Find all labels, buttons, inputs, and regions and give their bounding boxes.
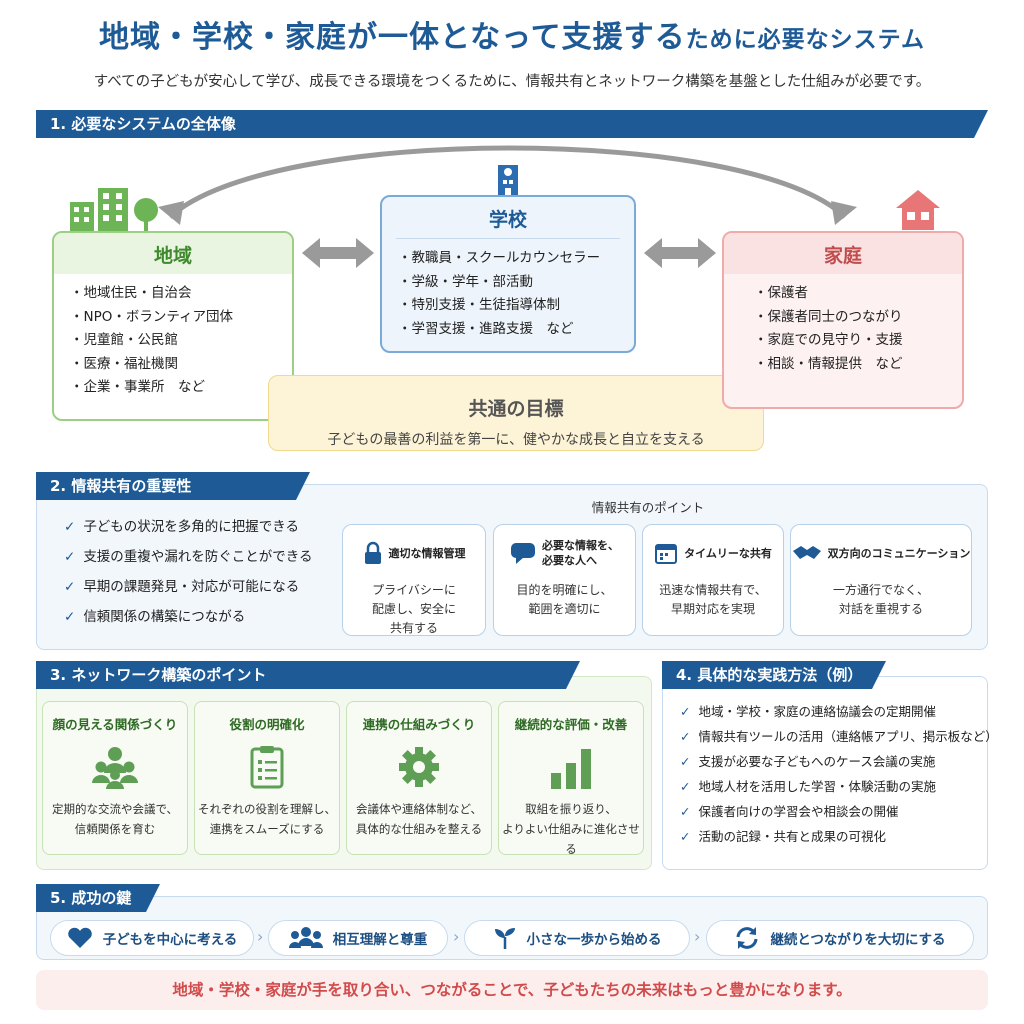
network-card: 継続的な評価・改善 取組を振り返り、 よりよい仕組みに進化させる <box>498 701 644 856</box>
section-4-panel <box>662 676 988 870</box>
school-item: ・学級・学年・部活動 <box>398 273 533 290</box>
community-item: ・NPO・ボランティア団体 <box>70 308 234 325</box>
curved-arrow-icon <box>158 145 857 225</box>
buildings-icon <box>70 188 158 232</box>
check-icon: ✓ <box>64 519 76 535</box>
people-icon <box>288 927 323 948</box>
key-pill: 小さな一歩から始める <box>464 920 690 956</box>
community-item: ・地域住民・自治会 <box>70 285 192 301</box>
network-card: 顔の見える関係づくり 定期的な交流や会議で、 信頼関係を育む <box>42 701 188 855</box>
check-icon: ✓ <box>680 829 691 844</box>
points-title: 情報共有のポイント <box>591 500 705 515</box>
home-item: ・家庭での見守り・支援 <box>754 332 903 348</box>
school-item: ・学習支援・進路支援 など <box>398 320 574 337</box>
check-icon: ✓ <box>64 579 76 595</box>
school-item: ・教職員・スクールカウンセラー <box>398 250 601 266</box>
network-card: 連携の仕組みづくり 会議体や連絡体制など、 具体的な仕組みを整える <box>346 701 492 855</box>
community-item: ・医療・福祉機関 <box>70 355 178 372</box>
school-icon <box>498 165 518 195</box>
chevron-right-icon: › <box>257 927 264 946</box>
goal-title: 共通の目標 <box>468 398 564 420</box>
check-item: ✓地域・学校・家庭の連絡協議会の定期開催 <box>680 704 936 719</box>
clipboard-icon <box>250 746 284 789</box>
heart-icon <box>67 927 92 948</box>
section-1-heading: 1. 必要なシステムの全体像 <box>36 110 988 138</box>
info-card: 双方向のコミュニケーション 一方通行でなく、 対話を重視する <box>790 524 972 636</box>
common-goal-box: 共通の目標 子どもの最善の利益を第一に、健やかな成長と自立を支える <box>268 375 764 451</box>
chevron-right-icon: › <box>453 927 460 946</box>
check-icon: ✓ <box>64 609 76 625</box>
section-3-heading: 3. ネットワーク構築のポイント <box>36 661 580 689</box>
check-item: ✓保護者向けの学習会や相談会の開催 <box>680 804 899 819</box>
gear-icon <box>399 747 439 787</box>
school-title: 学校 <box>396 197 620 239</box>
check-item: ✓情報共有ツールの活用（連絡帳アプリ、掲示板など） <box>680 729 998 744</box>
lock-icon <box>364 541 381 564</box>
footer-message: 地域・学校・家庭が手を取り合い、つながることで、子どもたちの未来はもっと豊かにな… <box>36 970 988 1010</box>
check-icon: ✓ <box>680 754 691 769</box>
page-title: 地域・学校・家庭が一体となって支援するために必要なシステム <box>0 12 1024 56</box>
check-item: ✓子どもの状況を多角的に把握できる <box>64 519 300 535</box>
home-item: ・保護者同士のつながり <box>754 308 903 325</box>
cycle-icon <box>736 927 758 949</box>
section-5-heading: 5. 成功の鍵 <box>36 884 160 912</box>
double-arrow-icon <box>644 238 716 268</box>
sprout-icon <box>494 928 515 949</box>
chat-icon <box>511 543 535 564</box>
goal-text: 子どもの最善の利益を第一に、健やかな成長と自立を支える <box>327 432 705 448</box>
info-card: 必要な情報を、必要な人へ 目的を明確にし、 範囲を適切に <box>493 524 636 636</box>
school-box: 学校 ・教職員・スクールカウンセラー ・学級・学年・部活動 ・特別支援・生徒指導… <box>380 195 636 353</box>
school-item: ・特別支援・生徒指導体制 <box>398 297 560 313</box>
check-item: ✓支援の重複や漏れを防ぐことができる <box>64 549 313 565</box>
section-4-heading: 4. 具体的な実践方法（例） <box>662 661 886 689</box>
title-main: 地域・学校・家庭が一体となって支援する <box>99 20 686 55</box>
check-icon: ✓ <box>680 704 691 719</box>
check-item: ✓地域人材を活用した学習・体験活動の実施 <box>680 779 936 794</box>
bar-chart-icon <box>551 749 591 789</box>
check-item: ✓活動の記録・共有と成果の可視化 <box>680 829 886 844</box>
handshake-icon <box>792 546 821 559</box>
double-arrow-icon <box>302 238 374 268</box>
check-icon: ✓ <box>680 729 691 744</box>
community-title: 地域 <box>54 233 292 274</box>
title-tail: ために必要なシステム <box>685 27 925 53</box>
network-card: 役割の明確化 それぞれの役割を理解し、 連携をスムーズにする <box>194 701 340 855</box>
chevron-right-icon: › <box>694 927 701 946</box>
home-title: 家庭 <box>724 233 962 274</box>
key-pill: 相互理解と尊重 <box>268 920 448 956</box>
people-icon <box>92 747 138 789</box>
check-item: ✓信頼関係の構築につながる <box>64 609 246 625</box>
home-box: 家庭 ・保護者 ・保護者同士のつながり ・家庭での見守り・支援 ・相談・情報提供… <box>722 231 964 409</box>
sec4-check-list: ✓地域・学校・家庭の連絡協議会の定期開催 ✓情報共有ツールの活用（連絡帳アプリ、… <box>680 699 998 849</box>
check-icon: ✓ <box>64 549 76 565</box>
house-icon <box>896 190 940 230</box>
home-item: ・相談・情報提供 など <box>754 355 903 372</box>
check-item: ✓支援が必要な子どもへのケース会議の実施 <box>680 754 936 769</box>
check-icon: ✓ <box>680 804 691 819</box>
community-item: ・児童館・公民館 <box>70 332 178 348</box>
sec2-check-list: ✓子どもの状況を多角的に把握できる ✓支援の重複や漏れを防ぐことができる ✓早期… <box>64 512 313 632</box>
section-2-heading: 2. 情報共有の重要性 <box>36 472 310 500</box>
info-card: 適切な情報管理 プライバシーに 配慮し、安全に 共有する <box>342 524 486 636</box>
check-item: ✓早期の課題発見・対応が可能になる <box>64 579 300 595</box>
info-card: タイムリーな共有 迅速な情報共有で、 早期対応を実現 <box>642 524 784 636</box>
community-box: 地域 ・地域住民・自治会 ・NPO・ボランティア団体 ・児童館・公民館 ・医療・… <box>52 231 294 421</box>
calendar-icon <box>655 544 678 564</box>
community-item: ・企業・事業所 など <box>70 379 205 395</box>
page-subtitle: すべての子どもが安心して学び、成長できる環境をつくるために、情報共有とネットワー… <box>93 74 931 90</box>
key-pill: 子どもを中心に考える <box>50 920 254 956</box>
key-pill: 継続とつながりを大切にする <box>706 920 974 956</box>
check-icon: ✓ <box>680 779 691 794</box>
home-item: ・保護者 <box>754 285 808 301</box>
